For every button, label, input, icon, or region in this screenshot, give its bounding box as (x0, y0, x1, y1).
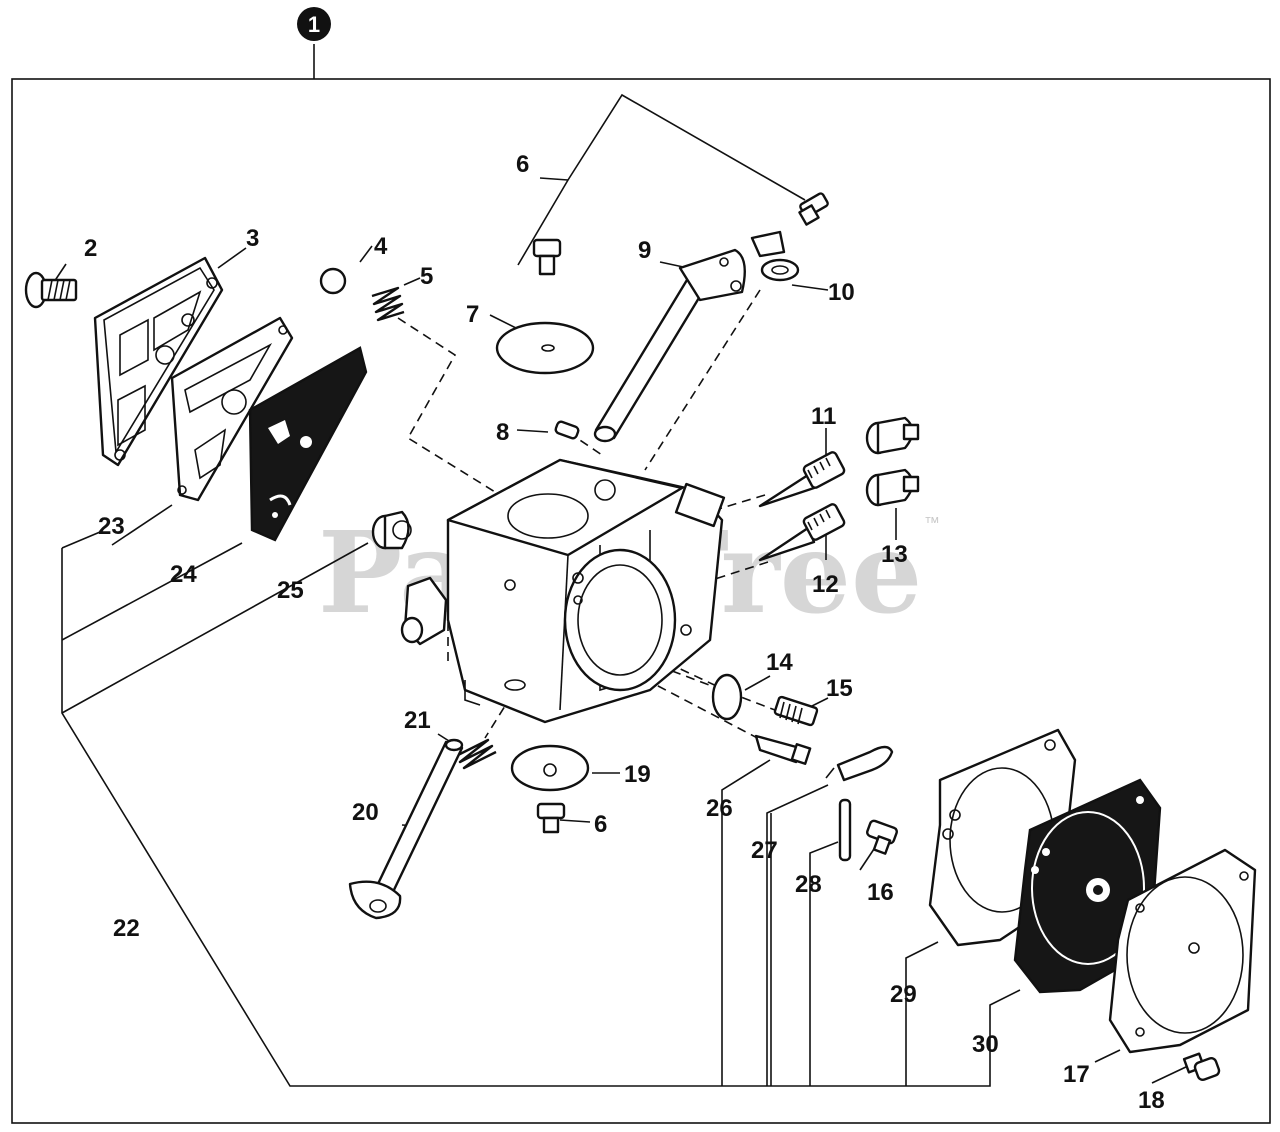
assembly-callout-number: 1 (308, 12, 320, 37)
label-16[interactable]: 16 (867, 879, 894, 906)
part-13-limiter-caps[interactable] (865, 416, 920, 507)
part-9-throttle-shaft[interactable] (593, 248, 746, 443)
label-14[interactable]: 14 (766, 649, 793, 676)
label-12[interactable]: 12 (812, 571, 839, 598)
part-6-screw-top[interactable] (798, 192, 829, 226)
label-3[interactable]: 3 (246, 225, 259, 252)
label-24[interactable]: 24 (170, 561, 197, 588)
part-23-gasket[interactable] (170, 316, 294, 502)
label-2[interactable]: 2 (84, 235, 97, 262)
part-25-filter-screen[interactable] (371, 510, 412, 550)
label-21[interactable]: 21 (404, 707, 431, 734)
carburetor-body[interactable] (400, 458, 726, 724)
label-10[interactable]: 10 (828, 279, 855, 306)
label-5[interactable]: 5 (420, 263, 433, 290)
label-15[interactable]: 15 (826, 675, 853, 702)
part-10-lever[interactable] (750, 230, 800, 282)
label-27[interactable]: 27 (751, 837, 778, 864)
part-14-o-ring[interactable] (711, 673, 743, 721)
part-20-choke-shaft[interactable] (348, 738, 464, 920)
part-21-spring[interactable] (455, 738, 497, 770)
label-6-top[interactable]: 6 (516, 151, 529, 178)
label-20[interactable]: 20 (352, 799, 379, 826)
part-2-screw[interactable] (24, 271, 78, 309)
reference-labels: 2 3 4 5 6 7 8 9 10 11 12 13 14 15 16 17 … (84, 151, 1165, 1114)
trademark-mark: ™ (924, 515, 940, 532)
label-18[interactable]: 18 (1138, 1087, 1165, 1114)
part-6-screw-bottom[interactable] (536, 802, 566, 834)
part-26-inlet-needle[interactable] (754, 734, 812, 765)
label-29[interactable]: 29 (890, 981, 917, 1008)
label-28[interactable]: 28 (795, 871, 822, 898)
label-26[interactable]: 26 (706, 795, 733, 822)
part-24-pump-diaphragm[interactable] (248, 346, 368, 542)
part-27-control-lever[interactable] (825, 745, 894, 782)
part-4-ball[interactable] (319, 267, 347, 295)
label-9[interactable]: 9 (638, 237, 651, 264)
part-12-mixture-needle[interactable] (758, 503, 846, 562)
assembly-frame (11, 78, 1271, 1124)
label-22[interactable]: 22 (113, 915, 140, 942)
part-5-spring[interactable] (371, 286, 405, 322)
label-30[interactable]: 30 (972, 1031, 999, 1058)
label-6-bottom[interactable]: 6 (594, 811, 607, 838)
label-13[interactable]: 13 (881, 541, 908, 568)
assembly-callout[interactable]: 1 (297, 7, 331, 41)
label-19[interactable]: 19 (624, 761, 651, 788)
part-17-diaphragm-cover[interactable] (1108, 848, 1257, 1054)
part-28-lever-pin[interactable] (838, 798, 852, 862)
part-3-pump-cover[interactable] (93, 256, 224, 467)
part-18-screw[interactable] (1182, 1052, 1221, 1082)
part-11-mixture-needle[interactable] (758, 451, 846, 508)
part-8-pin[interactable] (554, 420, 580, 440)
label-23[interactable]: 23 (98, 513, 125, 540)
part-6-screw-mid[interactable] (532, 238, 562, 276)
part-15-welch-plug[interactable] (773, 695, 819, 727)
label-17[interactable]: 17 (1063, 1061, 1090, 1088)
part-7-throttle-plate[interactable] (495, 321, 595, 375)
label-7[interactable]: 7 (466, 301, 479, 328)
label-4[interactable]: 4 (374, 233, 388, 260)
label-25[interactable]: 25 (277, 577, 304, 604)
part-19-metering-lever[interactable] (510, 744, 590, 792)
label-8[interactable]: 8 (496, 419, 509, 446)
part-16-screw[interactable] (866, 819, 898, 855)
label-11[interactable]: 11 (811, 403, 836, 430)
